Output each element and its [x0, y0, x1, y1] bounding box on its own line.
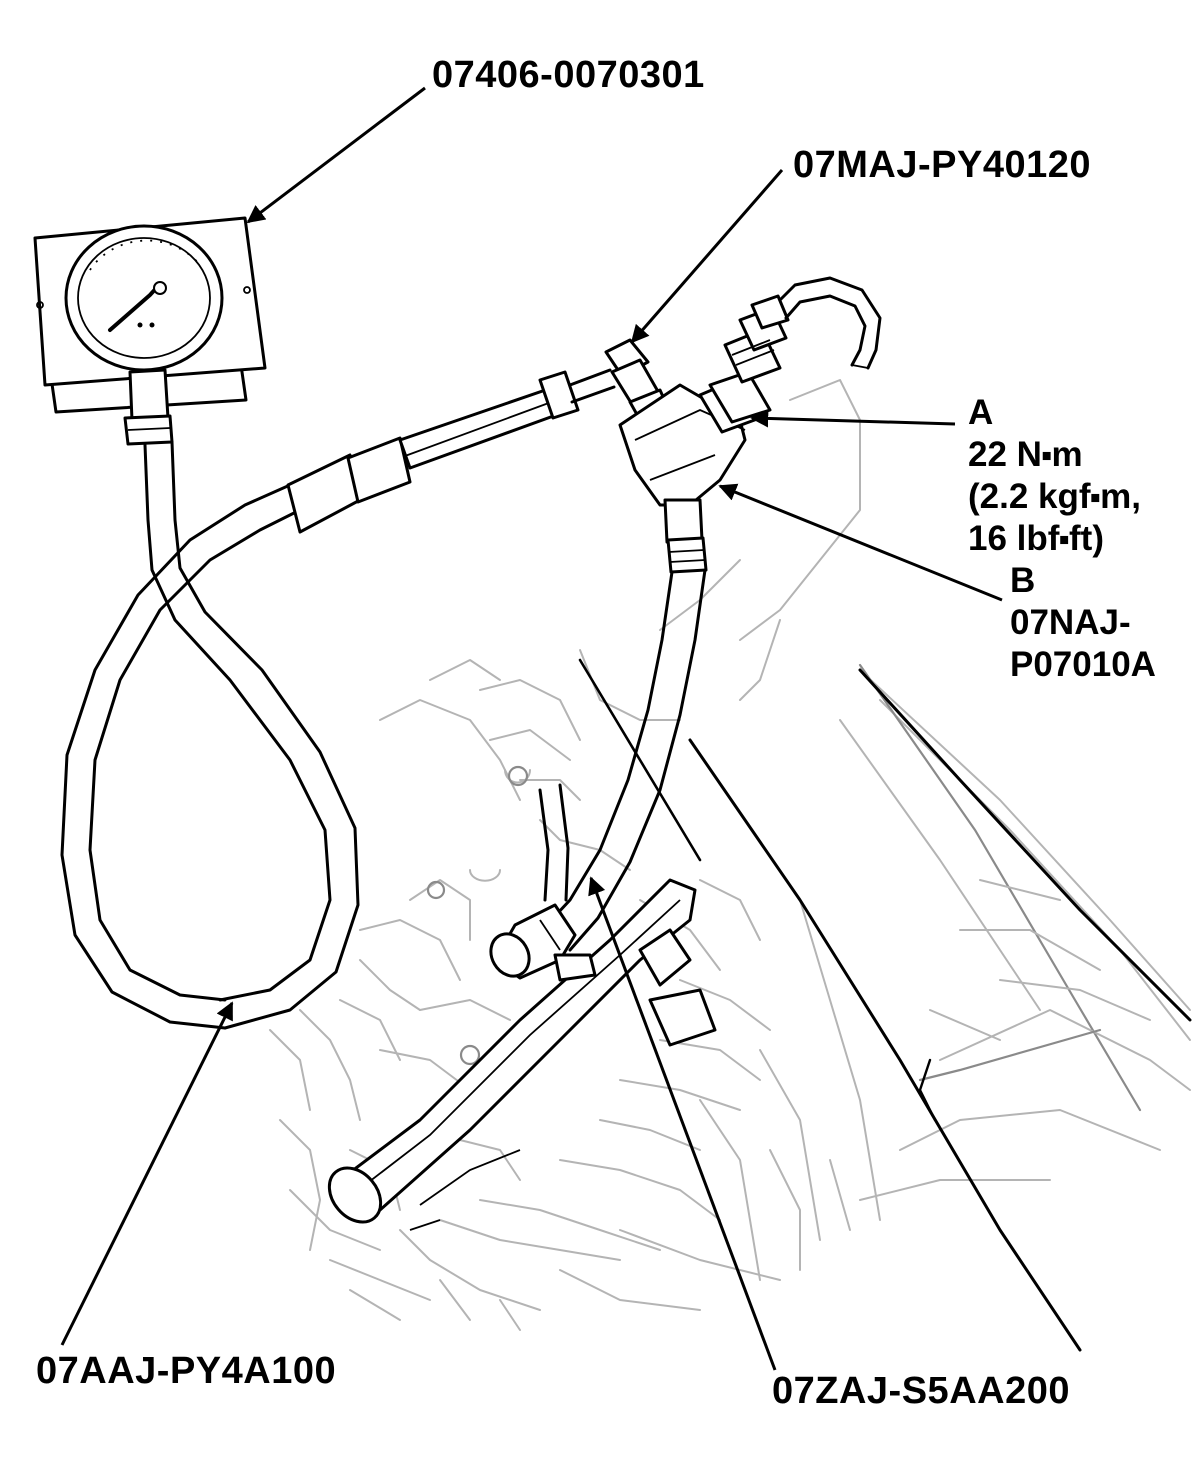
callout-a-torque-nm: 22 N⬝m	[968, 435, 1083, 474]
gauge-leader	[246, 86, 426, 224]
gauge-hose	[60, 368, 616, 1030]
t-fitting	[618, 294, 790, 574]
callout-b-part-2: P07010A	[1010, 645, 1156, 684]
return-hose	[778, 276, 882, 370]
callout-a-torque-kgf: (2.2 kgf⬝m,	[968, 477, 1141, 516]
callout-a: A 22 N⬝m (2.2 kgf⬝m, 16 lbf⬝ft)	[968, 392, 1141, 560]
pressure-gauge	[33, 216, 267, 446]
callout-a-letter: A	[968, 393, 994, 432]
callout-b-part-1: 07NAJ-	[1010, 603, 1131, 642]
adapter-leader	[630, 169, 784, 344]
callout-b: B 07NAJ- P07010A	[1010, 560, 1156, 686]
hose-leader	[60, 1001, 234, 1346]
attachment-hose	[489, 568, 707, 982]
callout-a-torque-lbf: 16 lbf⬝ft)	[968, 519, 1104, 558]
adapter-part-number: 07MAJ-PY40120	[793, 144, 1092, 186]
callout-b-letter: B	[1010, 561, 1036, 600]
callout-a-leader	[750, 409, 956, 428]
gauge-part-number: 07406-0070301	[432, 54, 705, 96]
hose-part-number: 07AAJ-PY4A100	[36, 1350, 337, 1392]
fuel-rail-pipe	[327, 878, 717, 1231]
attachment-part-number: 07ZAJ-S5AA200	[772, 1370, 1070, 1412]
callout-b-leader	[718, 483, 1003, 602]
leader-lines	[60, 86, 1003, 1371]
engine-background	[269, 379, 1192, 1352]
attachment-leader	[588, 876, 777, 1371]
